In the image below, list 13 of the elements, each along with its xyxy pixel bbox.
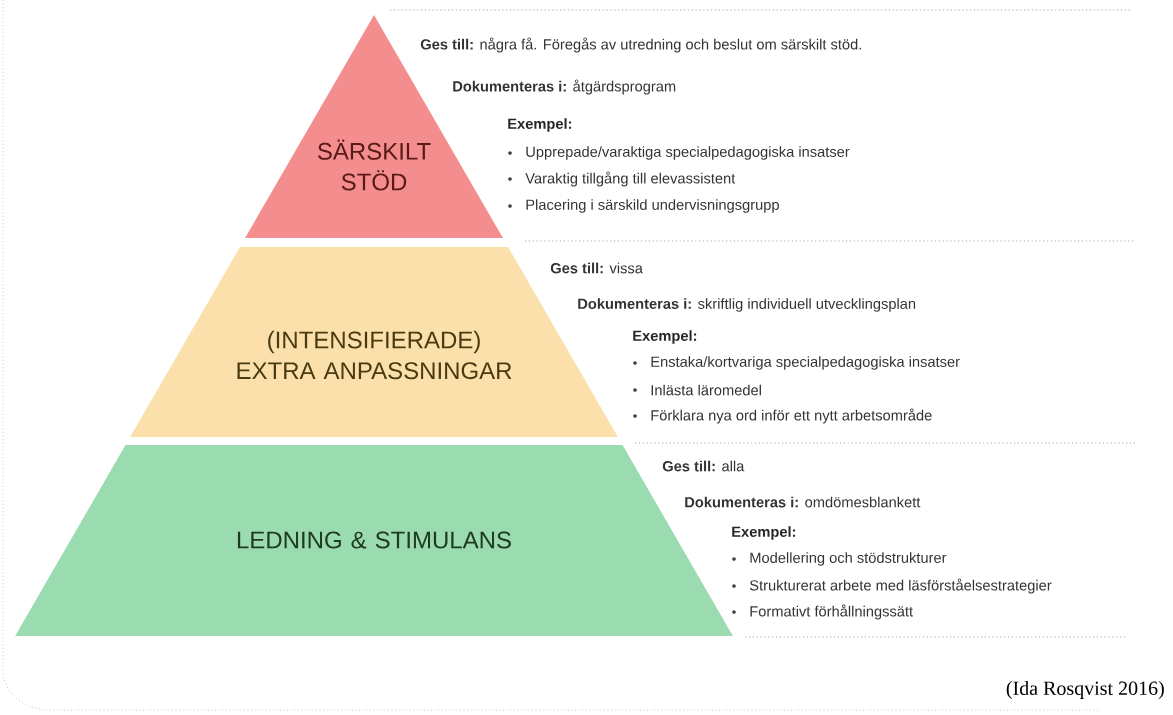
heading-text: Exempel: (732, 526, 796, 540)
bullet-item: Förklara nya ord inför ett nytt arbetsområde (633, 408, 932, 424)
bullet-item: Strukturerat arbete med läsförståelsestrategier (732, 578, 1052, 594)
bullet-item: Inlästa läromedel (633, 384, 761, 396)
bullet-item: Enstaka/kortvariga specialpedagogiska insatser (633, 356, 960, 370)
bullet-item: Modellering och stödstrukturer (732, 552, 947, 566)
bullet-item: Formativt förhållningssätt (732, 604, 913, 620)
heading-text: Exempel: (633, 330, 697, 344)
citation-text: (Ida Rosqvist 2016) (1006, 680, 1164, 700)
bullet-item: Placering i särskild undervisningsgrupp (508, 199, 779, 213)
heading-text: Exempel: (508, 118, 572, 132)
bullet-item: Varaktig tillgång till elevassistent (508, 171, 736, 187)
bullet-item: Upprepade/varaktiga specialpedagogiska insatser (508, 146, 850, 160)
